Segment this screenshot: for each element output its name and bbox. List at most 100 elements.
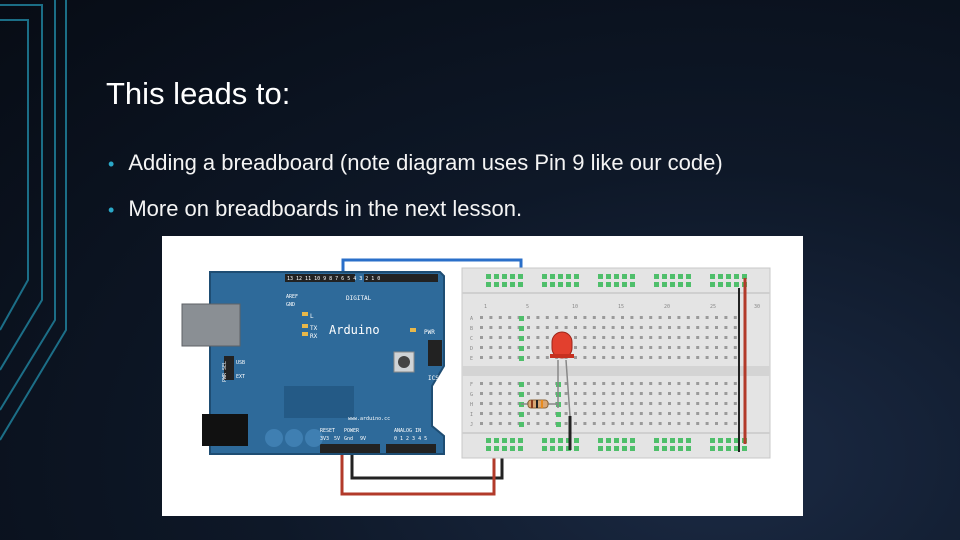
rail-pin [622,438,627,443]
breadboard-hole [555,316,559,319]
breadboard-hole [715,336,718,339]
breadboard-hole [658,316,662,319]
breadboard-hole [480,326,483,329]
rail-pin [670,282,675,287]
breadboard-hole [527,422,530,425]
rail-pin [598,446,603,451]
rail-pin [494,438,499,443]
breadboard-hole [536,422,540,425]
breadboard-hole [574,392,577,395]
breadboard-hole [621,382,624,385]
breadboard-hole [602,326,606,329]
breadboard-hole [705,316,709,319]
breadboard-hole [564,382,568,385]
rail-pin [686,274,691,279]
arduino-board: Arduino DIGITAL 13 12 11 10 9 8 7 6 5 4 … [181,271,445,455]
breadboard-hole [574,336,577,339]
breadboard-hole [602,382,606,385]
breadboard-hole [602,346,606,349]
breadboard-hole [686,336,690,339]
digital-label: DIGITAL [346,295,372,302]
breadboard-hole [583,412,587,415]
breadboard-hole [527,336,530,339]
breadboard-hole [527,412,530,415]
breadboard-hole [545,392,549,395]
breadboard-hole [715,402,718,405]
breadboard-hole [602,336,606,339]
active-pin [519,316,524,321]
rail-pin [550,446,555,451]
breadboard-hole [498,392,502,395]
rail-pin [558,274,563,279]
breadboard-hole [611,412,615,415]
breadboard-hole [686,422,690,425]
breadboard-hole [621,316,624,319]
breadboard-hole [686,326,690,329]
pwr-sel-label: PWR SEL [222,361,228,382]
red-led [550,331,574,359]
breadboard-hole [677,422,681,425]
breadboard-hole [668,316,671,319]
breadboard-hole [686,316,690,319]
rail-pin [614,438,619,443]
breadboard-hole [649,336,653,339]
rail-pin [718,282,723,287]
breadboard-hole [555,326,559,329]
breadboard-hole [592,392,596,395]
breadboard-hole [733,412,737,415]
ext-label: EXT [236,374,245,380]
breadboard-hole [630,402,634,405]
breadboard-hole [564,412,568,415]
breadboard-hole [574,422,577,425]
rail-pin [502,438,507,443]
breadboard-hole [480,382,483,385]
rail-pin [574,438,579,443]
rail-pin [558,438,563,443]
rail-pin [550,282,555,287]
icsp-header [428,340,442,366]
rail-pin [606,446,611,451]
breadboard-hole [696,382,700,385]
breadboard-hole [639,346,643,349]
rail-pin [710,282,715,287]
rail-pin [670,274,675,279]
breadboard-hole [621,346,624,349]
black-wire-bottom [350,446,504,480]
analog-in-label: ANALOG IN [394,428,421,434]
rail-pin [486,446,491,451]
analog-pin-numbers: 0 1 2 3 4 5 [394,436,427,442]
breadboard-hole [602,402,606,405]
breadboard-hole [715,316,718,319]
breadboard-hole [658,412,662,415]
breadboard-hole [715,392,718,395]
circuit-illustration: Arduino DIGITAL 13 12 11 10 9 8 7 6 5 4 … [181,258,771,496]
rail-pin [710,446,715,451]
breadboard-hole [705,392,709,395]
breadboard-hole [639,316,643,319]
breadboard-hole [583,346,587,349]
rail-pin [606,282,611,287]
arduino-breadboard-diagram: Arduino DIGITAL 13 12 11 10 9 8 7 6 5 4 … [162,236,803,516]
breadboard-hole [705,356,709,359]
power-header [320,444,380,453]
breadboard-hole [630,346,634,349]
breadboard-hole [489,336,493,339]
breadboard-hole [498,356,502,359]
breadboard-hole [724,346,728,349]
breadboard-hole [489,422,493,425]
breadboard-hole [733,402,737,405]
breadboard-hole [630,326,634,329]
breadboard-hole [611,336,615,339]
breadboard-hole [677,356,681,359]
breadboard-hole [545,336,549,339]
breadboard-hole [545,422,549,425]
breadboard-hole [724,356,728,359]
breadboard-hole [677,382,681,385]
rx-label: RX [310,333,318,340]
breadboard-hole [480,316,483,319]
breadboard-hole [536,326,540,329]
rail-pin [518,438,523,443]
rail-pin [622,274,627,279]
breadboard-hole [536,316,540,319]
bullet-icon: • [108,154,115,174]
